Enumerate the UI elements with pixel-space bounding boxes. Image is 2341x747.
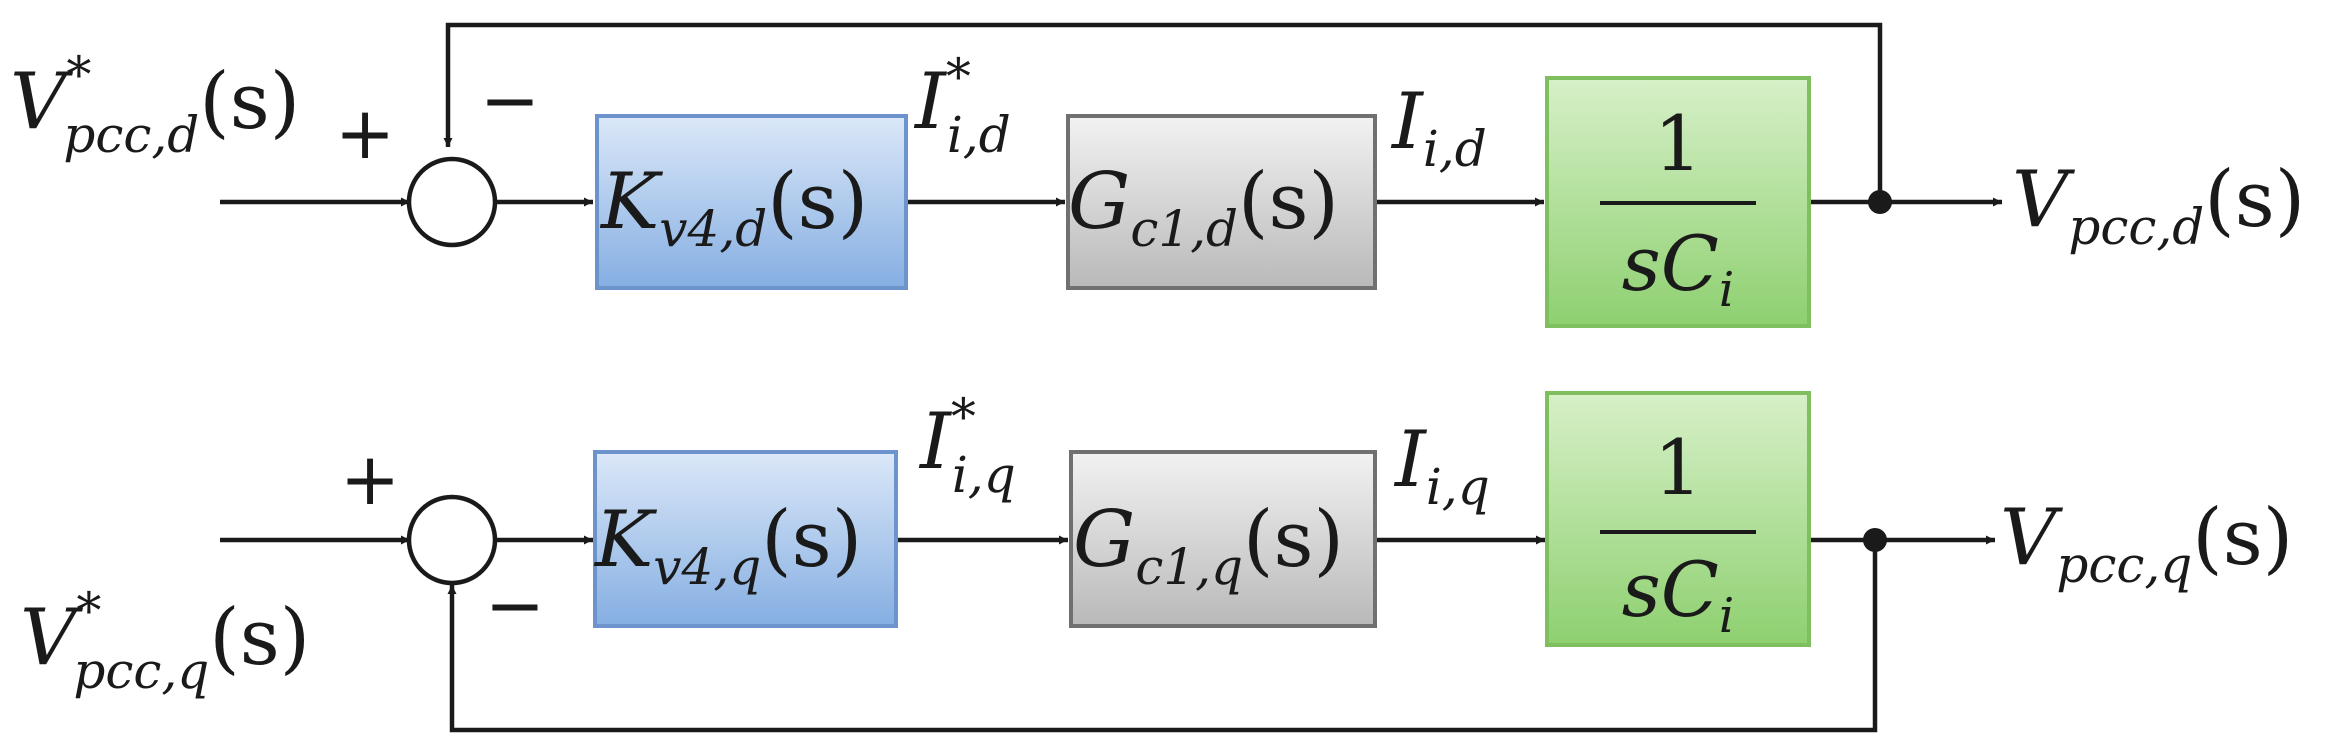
- q-integrator-numerator: 1: [1654, 423, 1702, 512]
- d-current-loop-block: [1066, 114, 1377, 290]
- q-integrator-block: [1545, 391, 1811, 647]
- q-voltage-controller-block: [593, 450, 898, 628]
- q-summing-junction: [406, 494, 498, 586]
- q-takeoff-point: [1863, 528, 1887, 552]
- d-integrator-denominator: sCi: [1622, 219, 1735, 318]
- d-takeoff-point: [1868, 190, 1892, 214]
- d-current-label: Ii,d: [1390, 77, 1487, 178]
- d-output-label: Vpcc,d(s): [2012, 155, 2305, 256]
- d-voltage-controller-block: [595, 114, 908, 290]
- d-current-ref-label: I*i,d: [913, 48, 1011, 164]
- q-reference-label: V*pcc,q(s): [20, 582, 310, 700]
- q-controller-label: Kv4,q(s): [593, 495, 862, 596]
- q-current-ref-label: I*i,q: [918, 388, 1016, 504]
- q-current-loop-block: [1069, 450, 1377, 628]
- d-minus-sign: −: [480, 58, 540, 142]
- q-feedback-wire: [447, 540, 1878, 733]
- q-minus-sign: −: [485, 563, 545, 647]
- d-reference-label: V*pcc,d(s): [10, 46, 300, 164]
- d-axis-loop: + − V*pcc,d(s) Kv4,d(s) I*i,d Gc1,d(s) I…: [10, 22, 2305, 328]
- d-integrator-numerator: 1: [1654, 99, 1702, 188]
- q-axis-loop: + − V*pcc,q(s) Kv4,q(s) I*i,q Gc1,q(s) I…: [20, 388, 2293, 733]
- d-plus-sign: +: [335, 91, 395, 175]
- q-plus-sign: +: [340, 437, 400, 521]
- q-integrator-denominator: sCi: [1622, 545, 1735, 644]
- d-summing-junction: [406, 156, 498, 248]
- d-feedback-wire: [443, 22, 1883, 202]
- q-output-label: Vpcc,q(s): [2000, 493, 2293, 594]
- d-controller-label: Kv4,d(s): [599, 157, 868, 258]
- q-current-label: Ii,q: [1393, 415, 1490, 516]
- q-current-loop-label: Gc1,q(s): [1073, 495, 1344, 596]
- d-current-loop-label: Gc1,d(s): [1068, 157, 1339, 258]
